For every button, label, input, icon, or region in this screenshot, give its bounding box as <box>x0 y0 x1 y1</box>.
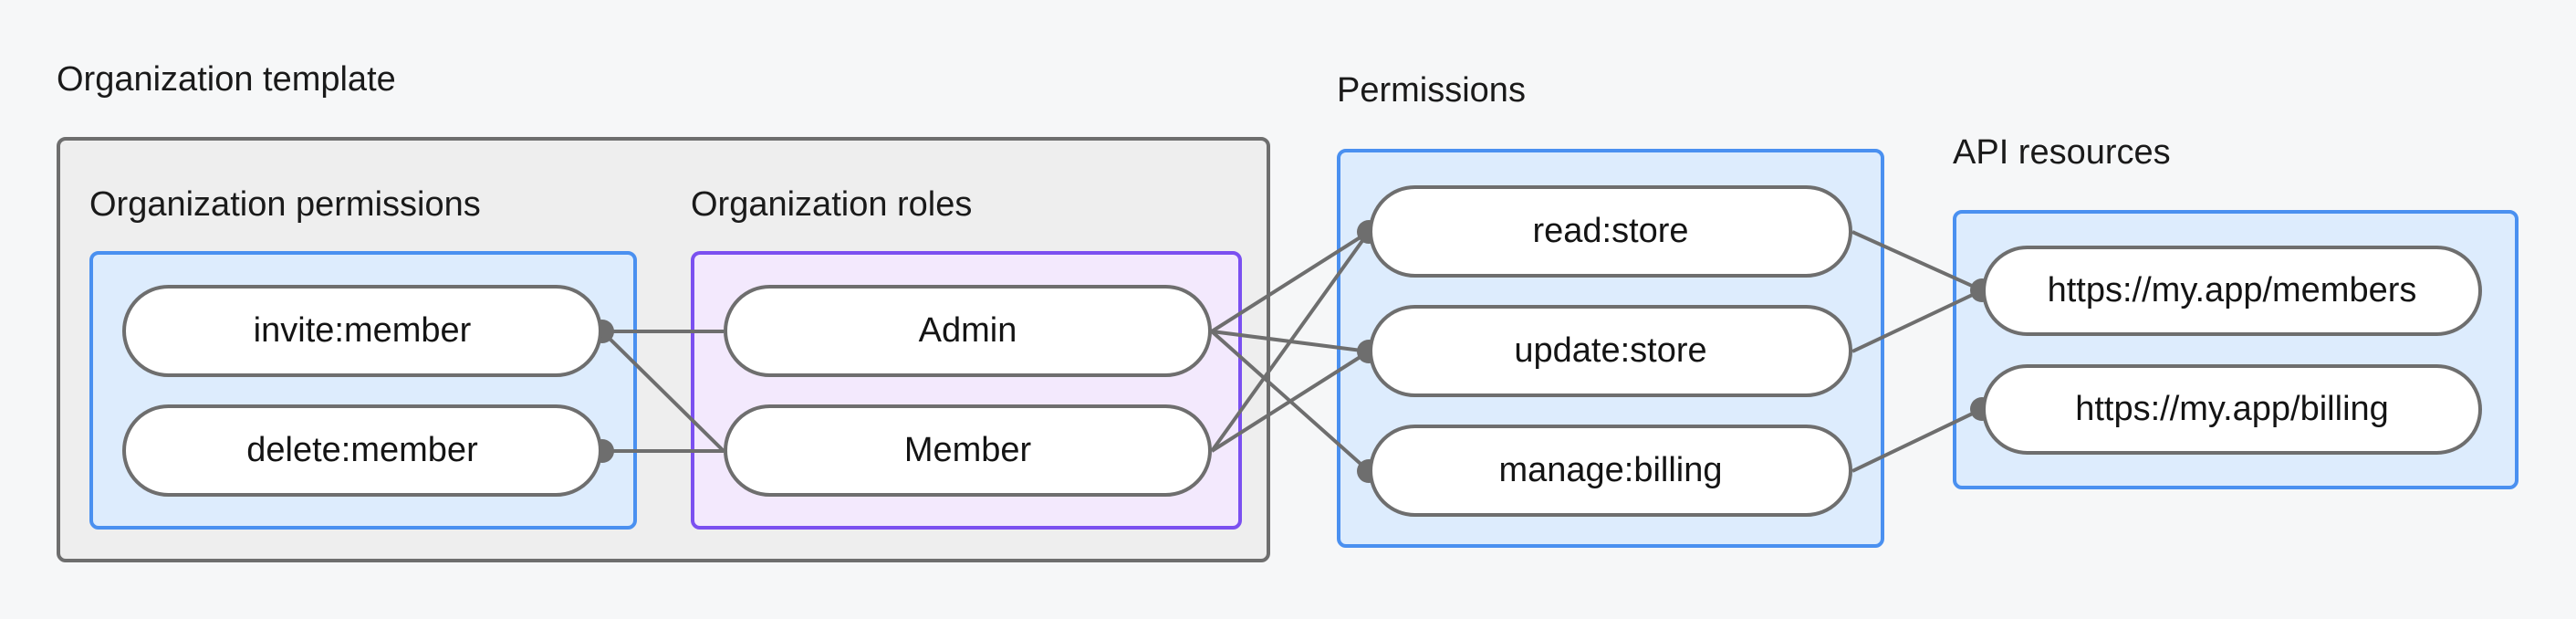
node-admin[interactable]: Admin <box>724 285 1212 377</box>
api-resources-title: API resources <box>1953 133 2171 172</box>
organization-permissions-title: Organization permissions <box>89 185 481 224</box>
node-members-url[interactable]: https://my.app/members <box>1982 246 2482 336</box>
node-read-store[interactable]: read:store <box>1369 185 1852 278</box>
node-manage-billing[interactable]: manage:billing <box>1369 425 1852 517</box>
organization-roles-title: Organization roles <box>691 185 973 224</box>
node-billing-url[interactable]: https://my.app/billing <box>1982 364 2482 455</box>
node-member[interactable]: Member <box>724 404 1212 497</box>
organization-template-title: Organization template <box>57 60 396 99</box>
node-update-store[interactable]: update:store <box>1369 305 1852 397</box>
permissions-title: Permissions <box>1337 71 1526 110</box>
node-invite-member[interactable]: invite:member <box>122 285 602 377</box>
node-delete-member[interactable]: delete:member <box>122 404 602 497</box>
